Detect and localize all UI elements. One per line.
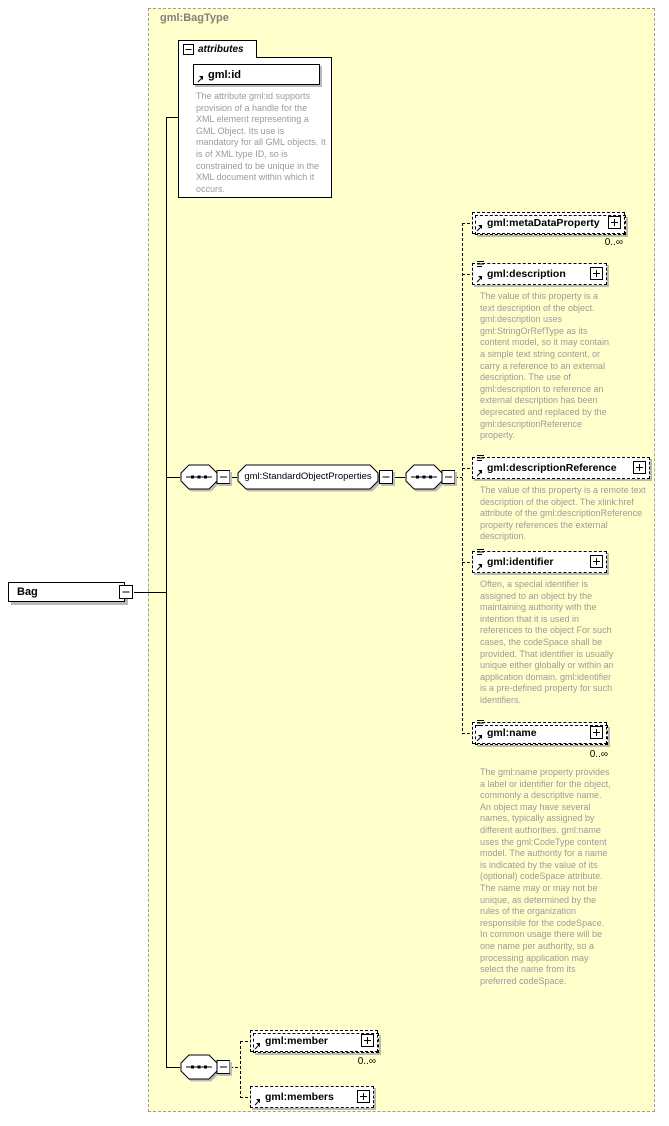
element-gml-name[interactable]: gml:name [472,720,608,745]
element-gml-metadataproperty[interactable]: gml:metaDataProperty [472,212,626,235]
reference-arrow-icon [254,1043,260,1050]
occurrence-label: 0..∞ [604,237,623,248]
expand-icon[interactable] [608,216,621,229]
element-gml-descriptionreference[interactable]: gml:descriptionReference [472,455,650,479]
reference-arrow-icon [254,1099,260,1106]
expand-icon[interactable] [361,1034,374,1047]
attributes-tab-label: attributes [198,44,244,55]
reference-arrow-icon [197,76,203,83]
element-label: gml:member [265,1035,329,1047]
element-label: gml:metaDataProperty [487,217,600,229]
expand-icon[interactable] [590,267,603,280]
collapse-icon[interactable] [119,585,133,599]
occurrence-label: 0..∞ [589,749,608,760]
element-gml-description[interactable]: gml:description [472,261,607,285]
element-label: gml:name [487,727,537,739]
sequence-icon [180,464,230,490]
reference-arrow-icon [476,470,482,477]
element-label: gml:descriptionReference [487,462,617,474]
collapse-icon[interactable] [183,44,194,55]
attributes-tab[interactable]: attributes [178,40,257,58]
sequence-compositor[interactable] [180,1054,230,1080]
element-label: gml:description [487,268,566,280]
group-standard-object-properties[interactable]: gml:StandardObjectProperties [237,464,393,490]
reference-arrow-icon [476,564,482,571]
element-gml-members[interactable]: gml:members [250,1086,374,1108]
element-label: gml:members [265,1091,334,1103]
reference-arrow-icon [476,276,482,283]
sequence-icon [180,1054,230,1080]
sequence-compositor[interactable] [180,464,230,490]
reference-arrow-icon [476,225,482,232]
root-element-label: Bag [17,586,38,598]
reference-arrow-icon [476,735,482,742]
gml-id-annotation: The attribute gml:id supports provision … [196,91,326,194]
annotation-icon [477,455,484,461]
gml-name-annotation: The gml:name property provides a label o… [480,767,611,986]
container-title: gml:BagType [160,12,229,24]
root-element-bag[interactable]: Bag [8,582,125,602]
sequence-icon [405,464,455,490]
occurrence-label: 0..∞ [357,1056,376,1067]
expand-icon[interactable] [590,726,603,739]
element-gml-member[interactable]: gml:member [250,1030,379,1053]
group-label: gml:StandardObjectProperties [244,471,372,482]
expand-icon[interactable] [590,555,603,568]
attribute-gml-id[interactable]: gml:id [193,64,320,85]
sequence-compositor[interactable] [405,464,455,490]
element-gml-identifier[interactable]: gml:identifier [472,549,607,573]
attribute-label: gml:id [208,69,241,81]
annotation-icon [477,549,484,555]
annotation-icon [477,720,484,726]
model-group-icon [237,464,393,490]
annotation-icon [477,261,484,267]
element-label: gml:identifier [487,556,554,568]
expand-icon[interactable] [633,461,646,474]
expand-icon[interactable] [357,1090,370,1103]
gml-identifier-annotation: Often, a special identifier is assigned … [480,579,614,705]
gml-descriptionreference-annotation: The value of this property is a remote t… [480,485,646,542]
gml-description-annotation: The value of this property is a text des… [480,291,610,441]
